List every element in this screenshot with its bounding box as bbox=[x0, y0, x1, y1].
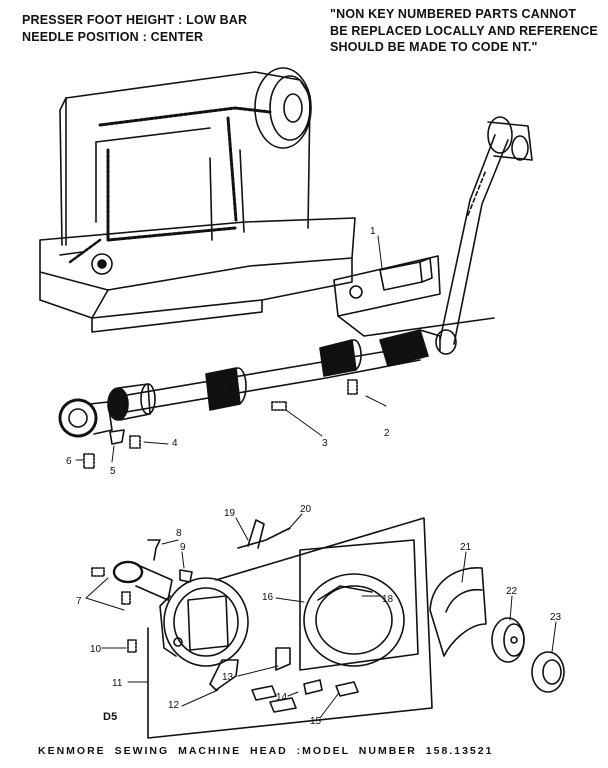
callout-10: 10 bbox=[90, 644, 102, 655]
parts-note-line-1: "NON KEY NUMBERED PARTS CANNOT bbox=[330, 7, 577, 21]
hook-assembly-frame bbox=[147, 517, 433, 739]
callout-13: 13 bbox=[222, 672, 234, 683]
callout-21: 21 bbox=[460, 542, 472, 553]
parts-note-line-2: BE REPLACED LOCALLY AND REFERENCE bbox=[330, 23, 598, 38]
machine-head-illustration bbox=[39, 67, 356, 333]
needle-position-note: NEEDLE POSITION : CENTER bbox=[22, 29, 204, 44]
callout-11: 11 bbox=[112, 678, 123, 689]
callout-9: 9 bbox=[180, 542, 186, 553]
bobbin-parts-illustration bbox=[429, 567, 565, 693]
callout-6: 6 bbox=[66, 456, 72, 467]
callout-15: 15 bbox=[310, 716, 322, 727]
leader-lines bbox=[75, 235, 557, 719]
connecting-rod-illustration bbox=[435, 116, 533, 355]
shaft-assembly-illustration bbox=[58, 329, 441, 469]
callout-3: 3 bbox=[322, 438, 328, 449]
callout-22: 22 bbox=[506, 586, 518, 597]
parts-note-line-3: SHOULD BE MADE TO CODE NT." bbox=[330, 40, 538, 54]
model-footer: KENMORE SEWING MACHINE HEAD :MODEL NUMBE… bbox=[38, 745, 494, 757]
header-left: PRESSER FOOT HEIGHT : LOW BAR NEEDLE POS… bbox=[22, 14, 247, 47]
inset-part-1 bbox=[333, 255, 495, 337]
callout-14: 14 bbox=[276, 692, 288, 703]
callout-numbers: 1 2 3 4 5 6 7 8 9 10 11 12 13 14 15 16 1… bbox=[66, 226, 562, 727]
callout-19: 19 bbox=[224, 508, 236, 519]
header-right: "NON KEY NUMBERED PARTS CANNOT BE REPLAC… bbox=[330, 8, 598, 58]
callout-18: 18 bbox=[382, 594, 394, 605]
presser-foot-note: PRESSER FOOT HEIGHT : LOW BAR bbox=[22, 13, 248, 27]
callout-16: 16 bbox=[262, 592, 274, 603]
callout-1: 1 bbox=[370, 226, 376, 237]
hook-assembly-illustration bbox=[91, 519, 405, 713]
callout-20: 20 bbox=[300, 504, 312, 515]
callout-7: 7 bbox=[76, 596, 82, 607]
callout-5: 5 bbox=[110, 466, 116, 477]
callout-4: 4 bbox=[172, 438, 178, 449]
section-code: D5 bbox=[103, 711, 118, 723]
callout-2: 2 bbox=[384, 428, 390, 439]
callout-23: 23 bbox=[550, 612, 562, 623]
callout-12: 12 bbox=[168, 700, 180, 711]
callout-8: 8 bbox=[176, 528, 182, 539]
